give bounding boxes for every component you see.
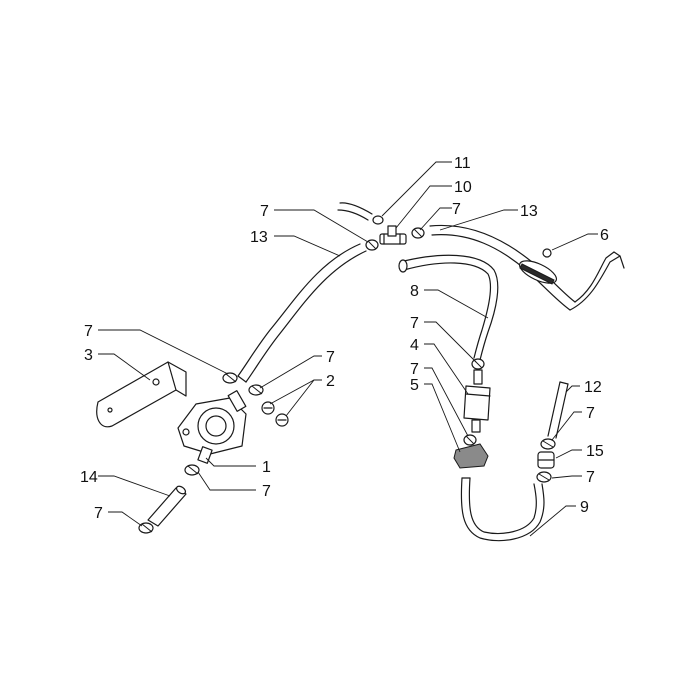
- callout-2: 2: [326, 373, 335, 390]
- callout-5: 5: [410, 377, 419, 394]
- hose-12: [547, 381, 569, 439]
- callout-12: 12: [584, 379, 602, 396]
- callout-7: 7: [586, 405, 595, 422]
- fuel-pump-1: [177, 390, 247, 464]
- clamp-7-hose14: [138, 522, 154, 534]
- clamp-7-valve-top: [540, 438, 556, 450]
- callout-7: 7: [586, 469, 595, 486]
- hose-8: [398, 254, 499, 361]
- clamp-7-valve-bottom: [536, 471, 552, 483]
- callout-7: 7: [262, 483, 271, 500]
- clamp-7-tee-left: [365, 239, 379, 251]
- clamp-7-filter-top: [471, 358, 485, 370]
- callout-7: 7: [410, 361, 419, 378]
- clamp-7-filter-bottom: [463, 434, 477, 446]
- filter-holder-5: [453, 443, 489, 469]
- clamp-7-pump-left: [222, 372, 238, 384]
- tee-connector-10: [379, 225, 407, 245]
- bracket-3: [96, 361, 187, 428]
- leader-lines: [98, 161, 598, 537]
- clamp-7-pump-right: [248, 384, 264, 396]
- clamp-7-tee-right: [411, 227, 425, 239]
- clamp-7-pump-bottom: [184, 464, 200, 476]
- callout-15: 15: [586, 443, 604, 460]
- clip-11: [372, 215, 384, 225]
- callout-4: 4: [410, 337, 419, 354]
- hose-13-left: [237, 243, 367, 383]
- callout-13: 13: [250, 229, 268, 246]
- callout-7: 7: [326, 349, 335, 366]
- callout-7: 7: [410, 315, 419, 332]
- callout-6: 6: [600, 227, 609, 244]
- screws-2: [261, 401, 289, 427]
- tank-hose: [569, 251, 625, 311]
- callout-10: 10: [454, 179, 472, 196]
- callout-7: 7: [260, 203, 269, 220]
- callout-9: 9: [580, 499, 589, 516]
- callout-3: 3: [84, 347, 93, 364]
- callout-11: 11: [454, 155, 471, 172]
- hose-9: [460, 477, 545, 542]
- hose-14: [147, 485, 187, 527]
- callout-13: 13: [520, 203, 538, 220]
- callout-labels: 11 10 7 7 13 13 6 8 7 4 7 5 7 3 7 2 12 7…: [80, 155, 609, 522]
- check-valve-15: [537, 451, 555, 469]
- vent-hose: [337, 202, 373, 221]
- callout-7: 7: [84, 323, 93, 340]
- callout-14: 14: [80, 469, 98, 486]
- callout-7: 7: [452, 201, 461, 218]
- callout-7: 7: [94, 505, 103, 522]
- fuel-filter-4: [463, 369, 491, 433]
- callout-1: 1: [262, 459, 271, 476]
- hose-clamp-6: [518, 248, 558, 285]
- callout-8: 8: [410, 283, 419, 300]
